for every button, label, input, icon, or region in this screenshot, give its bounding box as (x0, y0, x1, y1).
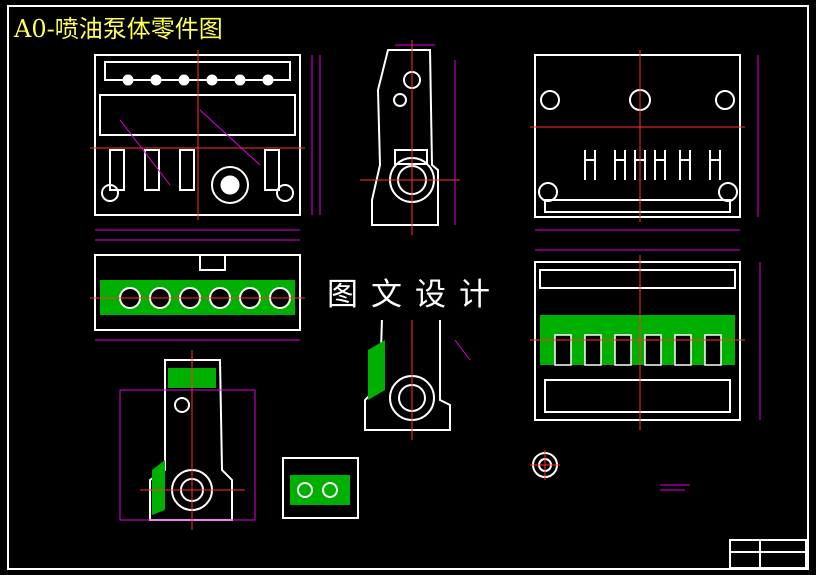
view-side-section-bottom-left (119, 350, 256, 530)
view-detail-bottom-center (282, 457, 359, 519)
view-top-section-left (90, 254, 305, 341)
view-section-middle-center (364, 310, 471, 440)
sheet-border (7, 5, 809, 570)
drawing-title: A0-喷油泵体零件图 (14, 15, 223, 43)
view-circle-detail (530, 450, 560, 480)
view-back-top-right (530, 50, 759, 231)
technical-notes (660, 484, 690, 491)
view-section-right (530, 249, 761, 430)
watermark-banner: 图文设计 (305, 262, 525, 320)
title-block (729, 539, 807, 569)
watermark-text: 图文设计 (327, 276, 503, 313)
view-front-top-left (90, 50, 321, 241)
view-side-top-middle (360, 40, 460, 235)
